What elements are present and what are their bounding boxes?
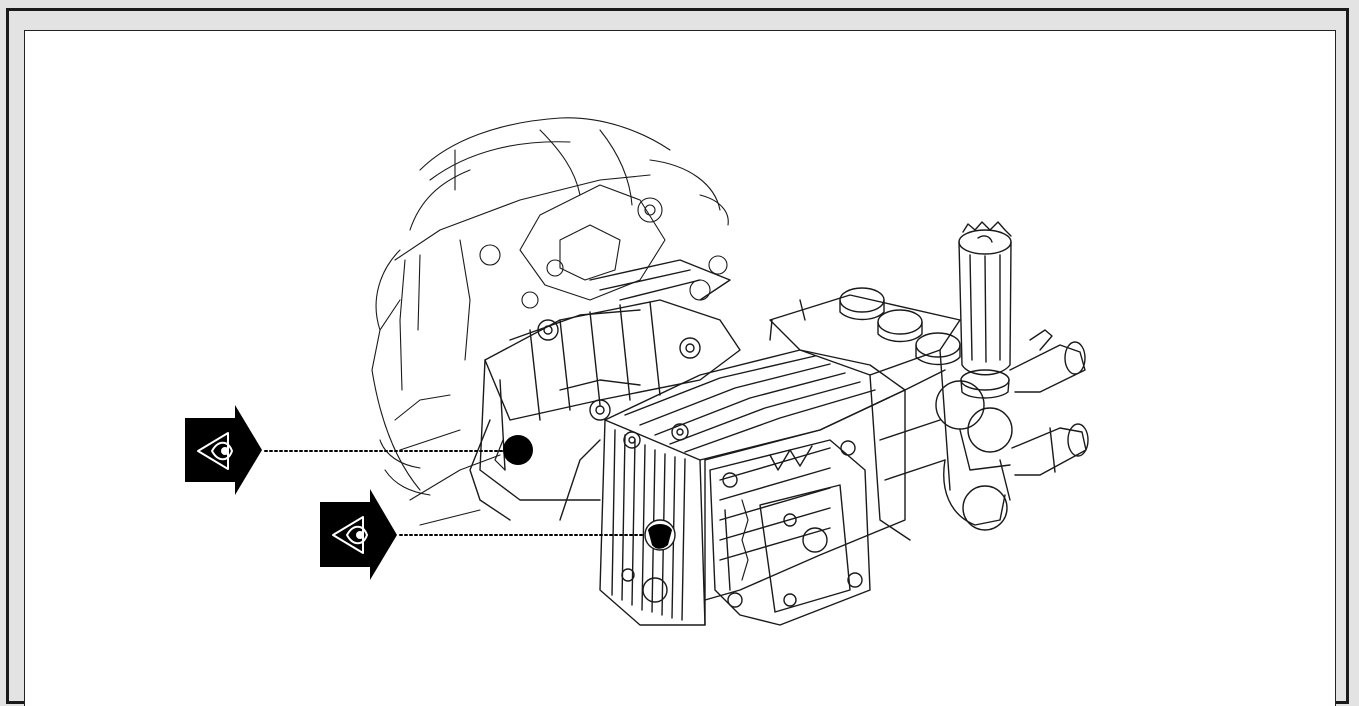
oil-sight-glass-lower [644, 519, 676, 551]
pump-manifold [769, 287, 961, 541]
pump-rear-cover [709, 439, 871, 626]
inspection-marker-1 [185, 405, 504, 495]
engine-drawing [371, 117, 729, 526]
oil-sight-glass-upper [494, 435, 533, 471]
inspection-marker-2 [320, 489, 646, 580]
eye-symbol [332, 516, 368, 554]
figure-panel [24, 30, 1336, 706]
pump-crankcase [599, 349, 906, 626]
unloader-valve [935, 221, 1089, 531]
eye-symbol [197, 432, 233, 470]
gearbox-housing [469, 259, 741, 521]
